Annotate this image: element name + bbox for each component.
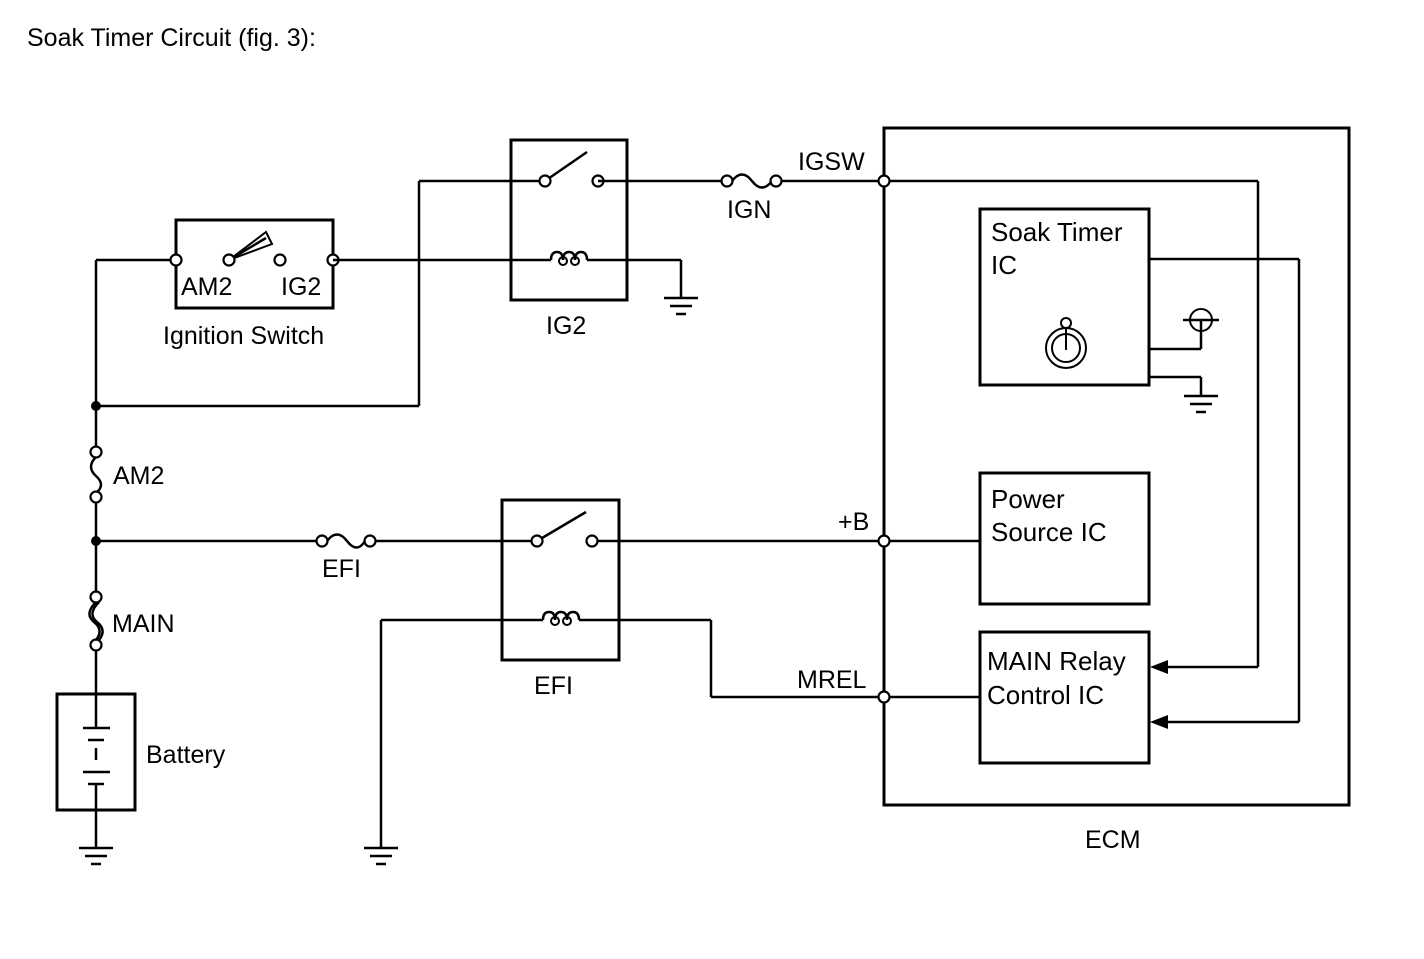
main-relay-control-ic: MAIN Relay Control IC [978,630,1151,765]
igsw-terminal [877,174,891,188]
ground-icon [1184,394,1218,414]
igsw-terminal-label: IGSW [798,148,865,176]
junction-dot [91,401,101,411]
relay-coil-icon [549,250,589,266]
ignition-switch-am2-terminal: AM2 [181,273,232,301]
relay-switch-icon [538,150,605,188]
battery-icon [55,692,137,812]
ign-fuse-label: IGN [727,196,771,224]
relay-switch-icon [530,510,599,548]
diagram-title: Soak Timer Circuit (fig. 3): [27,24,316,52]
ignition-switch-label: Ignition Switch [163,322,324,350]
fuse-icon [89,445,103,504]
ignition-switch-ig2-terminal: IG2 [281,273,321,301]
timer-icon [1045,317,1087,369]
main-relay-ic-line1: MAIN Relay [987,646,1126,676]
fusible-link-icon [88,590,104,652]
ground-icon [364,846,398,866]
ecm-label: ECM [1085,826,1141,854]
ground-icon [664,296,698,316]
soak-timer-ic-line1: Soak Timer [991,217,1123,247]
main-relay-ic-line2: Control IC [987,680,1104,710]
am2-fuse-label: AM2 [113,462,164,490]
ground-icon [79,846,113,866]
efi-relay: EFI [500,498,621,700]
ignition-switch: AM2 IG2 Ignition Switch [163,218,340,350]
soak-timer-ic: Soak Timer IC [978,207,1151,387]
plus-b-terminal-label: +B [838,508,869,536]
backup-power-icon [1183,308,1219,332]
power-source-ic: Power Source IC [978,471,1151,606]
power-source-ic-line2: Source IC [991,517,1107,547]
efi-fuse-label: EFI [322,555,361,583]
mrel-terminal [877,690,891,704]
ig2-relay-label: IG2 [546,312,586,340]
main-fuse-label: MAIN [112,610,175,638]
battery-label: Battery [146,741,226,769]
main-power-rail [91,179,545,848]
mrel-terminal-label: MREL [797,666,867,694]
power-source-ic-line1: Power [991,484,1065,514]
ig2-relay: IG2 [509,138,629,340]
efi-relay-label: EFI [534,672,573,700]
relay-coil-icon [541,610,581,626]
ecm: ECM Soak Timer IC [877,126,1351,854]
fuse-icon [315,533,377,549]
soak-timer-ic-line2: IC [991,250,1017,280]
fuse-icon [720,173,783,189]
plus-b-terminal [877,534,891,548]
